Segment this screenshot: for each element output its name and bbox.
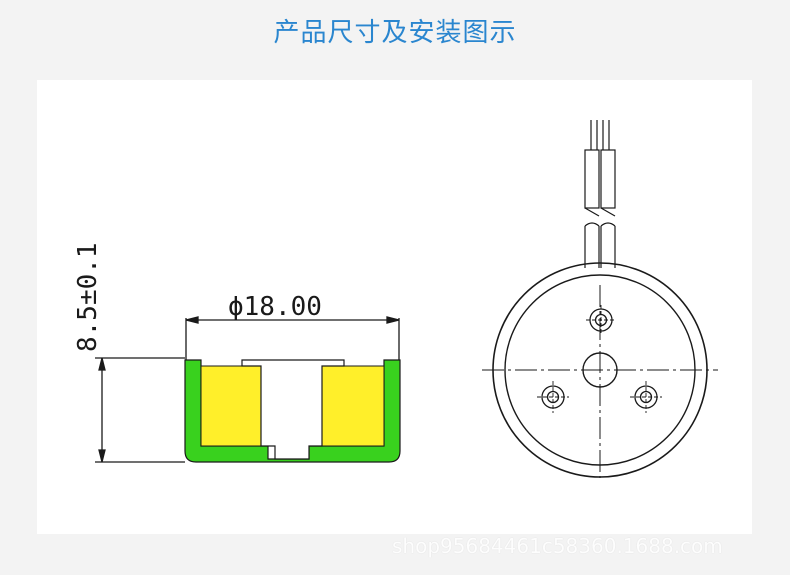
- lead-wires: [584, 120, 616, 268]
- diameter-arrow-left: [185, 316, 199, 324]
- diameter-label: ϕ18.00: [228, 292, 322, 322]
- top-view: [482, 120, 718, 478]
- coil-right: [321, 365, 385, 447]
- side-view: [95, 316, 400, 463]
- page-title: 产品尺寸及安装图示: [273, 18, 517, 48]
- watermark-text: shop95684461c58360.1688.com: [392, 534, 723, 558]
- height-arrow-top: [98, 357, 106, 371]
- height-arrow-bottom: [98, 449, 106, 463]
- mounting-hole-left: [537, 381, 569, 413]
- mounting-hole-top: [586, 305, 616, 335]
- center-hole: [582, 352, 618, 388]
- mounting-hole-right: [630, 381, 662, 413]
- coil-left: [200, 365, 262, 447]
- height-label: 8.5±0.1: [73, 242, 103, 352]
- center-core: [241, 359, 345, 460]
- diameter-arrow-right: [386, 316, 400, 324]
